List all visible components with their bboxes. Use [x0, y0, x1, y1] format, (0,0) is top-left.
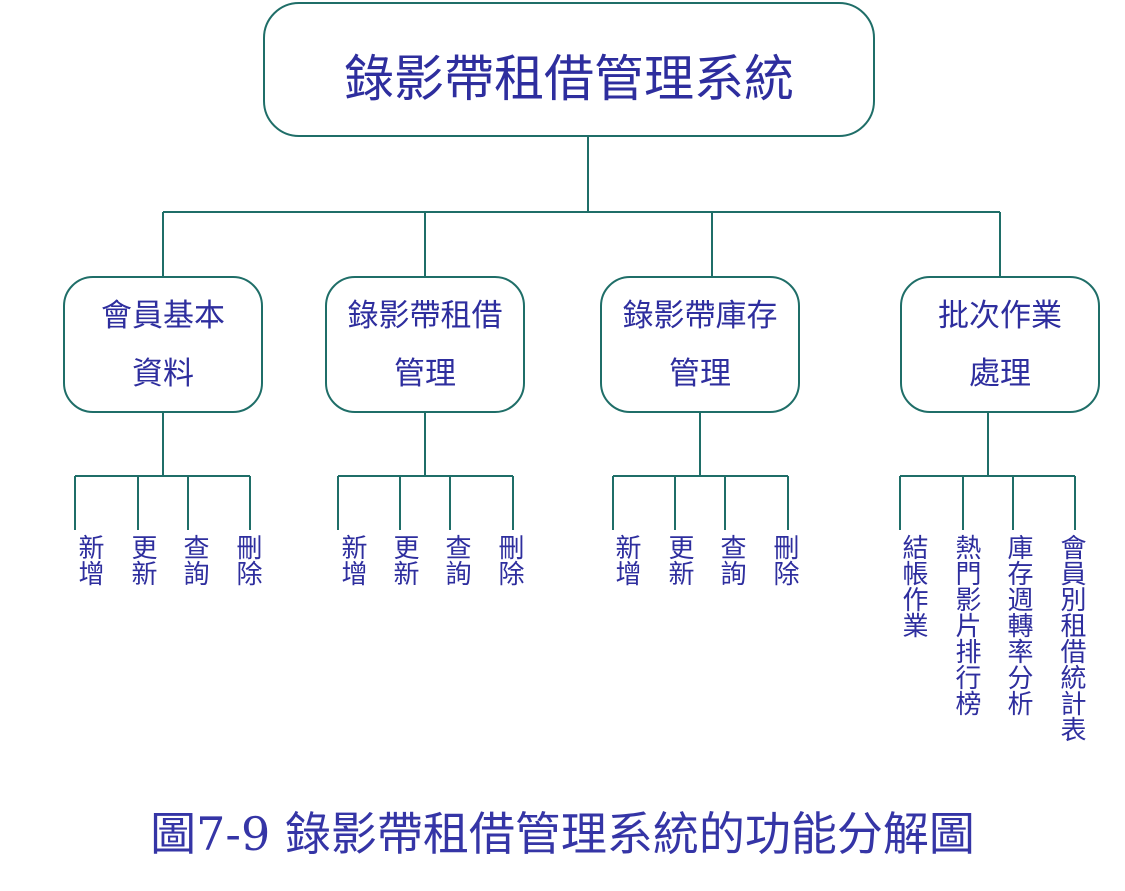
leaf-node: 刪除: [769, 534, 799, 586]
module-label-line1: 錄影帶租借: [347, 297, 503, 334]
leaf-node: 更新: [664, 534, 694, 586]
module-label-line1: 批次作業: [938, 297, 1062, 334]
leaf-node: 新增: [611, 534, 641, 586]
leaf-node: 查詢: [441, 534, 471, 586]
leaf-node: 會員別租借統計表: [1056, 534, 1086, 742]
leaf-node: 庫存週轉率分析: [1003, 534, 1033, 716]
leaf-node: 刪除: [232, 534, 262, 586]
leaf-node: 結帳作業: [898, 534, 928, 638]
leaf-node: 更新: [389, 534, 419, 586]
module-rental-management: 錄影帶租借 管理: [325, 276, 525, 413]
module-label-line2: 管理: [669, 355, 731, 392]
module-label-line2: 資料: [132, 355, 194, 392]
module-member-data: 會員基本 資料: [63, 276, 263, 413]
module-label-line2: 處理: [969, 355, 1031, 392]
leaf-node: 新增: [337, 534, 367, 586]
module-batch-processing: 批次作業 處理: [900, 276, 1100, 413]
leaf-node: 刪除: [494, 534, 524, 586]
leaf-node: 新增: [74, 534, 104, 586]
figure-caption: 圖7-9 錄影帶租借管理系統的功能分解圖: [150, 807, 975, 861]
leaf-node: 查詢: [716, 534, 746, 586]
leaf-node: 查詢: [179, 534, 209, 586]
leaf-node: 熱門影片排行榜: [951, 534, 981, 716]
module-label-line1: 錄影帶庫存: [622, 297, 778, 334]
module-label-line1: 會員基本: [101, 297, 225, 334]
module-inventory-management: 錄影帶庫存 管理: [600, 276, 800, 413]
leaf-node: 更新: [127, 534, 157, 586]
root-node: 錄影帶租借管理系統: [263, 2, 875, 137]
module-label-line2: 管理: [394, 355, 456, 392]
